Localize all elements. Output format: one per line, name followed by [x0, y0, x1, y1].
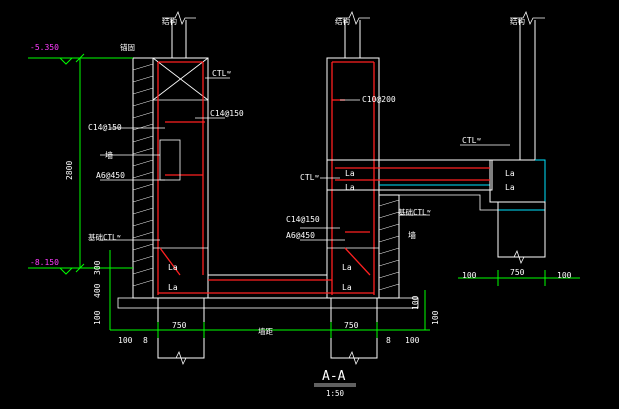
ctl-label-bottom-left: 基础CTLʷ [88, 232, 121, 242]
rebar-label-c10: C10@200 [362, 95, 396, 104]
dim-100-b: 100 [118, 336, 133, 345]
rebar-label-c14-left: C14@150 [88, 123, 122, 132]
ctl-label-top-left: CTLʷ [212, 69, 231, 78]
la-label-8: La [505, 183, 515, 192]
dim-300: 300 [93, 260, 102, 275]
la-label-7: La [505, 169, 515, 178]
height-dimension-label: 2800 [65, 161, 74, 180]
la-label-4: La [342, 283, 352, 292]
elevation-top-label: -5.350 [30, 43, 59, 52]
la-label-1: La [168, 263, 178, 272]
column-label-left: 结构 [162, 16, 177, 26]
dim-750-right: 750 [510, 268, 525, 277]
ctl-label-bottom-mid: 基础CTLʷ [398, 207, 431, 217]
column-stub-mid [337, 10, 370, 58]
leader-lines [100, 77, 510, 241]
la-label-3: La [342, 263, 352, 272]
column-label-right: 结构 [510, 16, 525, 26]
dim-100-e: 100 [411, 295, 420, 310]
column-label-mid: 结构 [335, 16, 350, 26]
right-cantilever [326, 159, 546, 265]
rebar-label-a6-left: A6@450 [96, 171, 125, 180]
anchor-label: 锚固 [120, 42, 135, 52]
dim-span: 墙距 [258, 326, 273, 336]
wall-label-right: 墙 [408, 230, 416, 240]
dim-750-left: 750 [172, 321, 187, 330]
dim-100-a: 100 [93, 310, 102, 325]
dim-100-f: 100 [462, 271, 477, 280]
bottom-slab [117, 274, 419, 366]
rebar-label-a6-mid: A6@450 [286, 231, 315, 240]
elevation-bottom-label: -8.150 [30, 258, 59, 267]
la-label-2: La [168, 283, 178, 292]
dim-100-g: 100 [557, 271, 572, 280]
ctl-label-mid: CTLʷ [300, 173, 319, 182]
section-subtitle: 1:50 [326, 389, 345, 398]
ctl-label-right: CTLʷ [462, 136, 481, 145]
dim-100-d: 100 [431, 310, 440, 325]
dim-8-left: 8 [143, 336, 148, 345]
la-label-5: La [345, 169, 355, 178]
column-stub-right [510, 10, 545, 160]
dim-750-mid: 750 [344, 321, 359, 330]
rebar-label-c14-top: C14@150 [210, 109, 244, 118]
column-stub-left [162, 10, 196, 58]
left-wall [132, 57, 209, 299]
dim-400: 400 [93, 283, 102, 298]
dim-100-c: 100 [405, 336, 420, 345]
rebar-label-c14-mid: C14@150 [286, 215, 320, 224]
section-title: A-A [322, 369, 346, 384]
wall-label-left: 墙 [105, 150, 113, 160]
dimension-lines [109, 250, 580, 338]
la-label-6: La [345, 183, 355, 192]
dim-8-right: 8 [386, 336, 391, 345]
elevation-markers [28, 53, 133, 275]
